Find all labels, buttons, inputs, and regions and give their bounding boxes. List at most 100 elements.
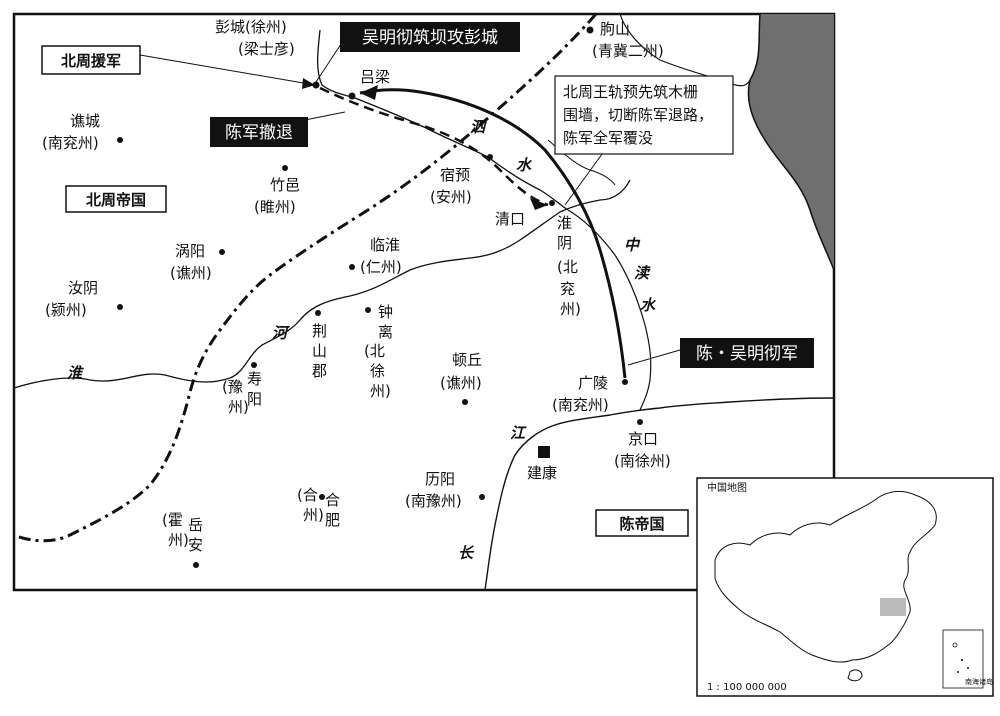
svg-text:阳: 阳 — [247, 390, 262, 408]
city-dot-jingshanjun — [315, 310, 321, 316]
svg-text:兖: 兖 — [560, 280, 575, 298]
river-label-zhong: 中 — [624, 236, 641, 254]
label-suyu: 宿预 — [440, 166, 470, 184]
city-dot-zhuyi — [282, 165, 288, 171]
label-liangshiyan: (梁士彦) — [238, 40, 295, 58]
svg-text:荆: 荆 — [312, 322, 327, 340]
label-chen-empire: 陈帝国 — [619, 515, 664, 533]
label-hezhou: (合 州) — [297, 486, 324, 524]
svg-text:合: 合 — [325, 491, 340, 509]
si-river — [316, 29, 569, 211]
city-dot-qiaocheng — [117, 137, 123, 143]
city-dot-qushan — [586, 26, 594, 34]
beizhou-reinforcement-line — [139, 54, 316, 86]
svg-text:州): 州) — [560, 300, 581, 318]
label-zhuyi: 竹邑 — [270, 176, 300, 194]
river-label-jiang: 江 — [510, 424, 527, 442]
label-linhuai-sub: (仁州) — [360, 258, 402, 276]
river-label-du: 渎 — [634, 264, 651, 282]
svg-text:(豫: (豫 — [222, 378, 243, 396]
label-zhuyi-sub: (睢州) — [254, 198, 296, 216]
city-dot-qingkou — [549, 200, 555, 206]
city-dot-yuean — [193, 562, 199, 568]
river-label-he: 河 — [272, 324, 290, 342]
svg-text:州): 州) — [168, 531, 189, 549]
label-qushan-sub: (青冀二州) — [592, 42, 664, 60]
svg-text:州): 州) — [370, 382, 391, 400]
label-zhongli: 钟 离 — [378, 303, 393, 341]
label-huaiyin: 淮 阴 (北 兖 州) — [557, 214, 581, 318]
coast-bay — [619, 13, 751, 87]
callout-line-chen-army — [627, 349, 681, 366]
city-dot-woyang — [219, 249, 225, 255]
svg-text:阴: 阴 — [557, 234, 572, 252]
svg-text:淮: 淮 — [557, 214, 572, 232]
box-chen-empire: 陈帝国 — [595, 509, 689, 537]
label-wu-attack: 吴明彻筑坝攻彭城 — [362, 28, 498, 48]
annotation-line-3: 陈军全军覆没 — [563, 129, 653, 147]
advance-arrowhead — [360, 85, 378, 100]
svg-text:州): 州) — [228, 398, 249, 416]
svg-text:离: 离 — [378, 323, 393, 341]
label-yuzhou: (豫 州) — [222, 378, 249, 416]
label-liyang: 历阳 — [425, 470, 455, 488]
city-dot-liyang — [479, 494, 485, 500]
city-dot-hefei — [319, 494, 325, 500]
label-jiankang: 建康 — [527, 464, 557, 482]
river-label-chang: 长 — [458, 544, 475, 562]
label-chen-army: 陈・吴明彻军 — [696, 344, 798, 364]
city-dot-shouyang — [251, 362, 257, 368]
label-huozhou: (霍 州) — [162, 511, 189, 549]
label-yuean: 岳 安 — [188, 516, 203, 554]
label-ruyin-sub: (颍州) — [45, 301, 87, 319]
box-chenjun-chetui: 陈军撤退 — [210, 117, 308, 147]
retreat-arrowhead — [530, 198, 548, 210]
label-pengcheng: 彭城(徐州) — [215, 18, 287, 36]
city-dot-lvliang — [348, 92, 356, 100]
svg-text:寿: 寿 — [247, 370, 262, 388]
svg-text:山: 山 — [312, 342, 327, 360]
label-qiaocheng: 谯城 — [70, 112, 100, 130]
river-label-si: 泗 — [470, 118, 488, 136]
label-jingshanjun: 荆 山 郡 — [312, 322, 327, 380]
label-shouyang: 寿 阳 — [247, 370, 262, 408]
chen-retreat-route — [319, 86, 549, 207]
capital-marker-jiankang — [538, 446, 550, 458]
huai-river — [13, 179, 631, 389]
city-dot-ruyin — [117, 304, 123, 310]
box-beizhou-empire: 北周帝国 — [65, 185, 167, 213]
label-hefei: 合 肥 — [325, 491, 340, 529]
inset-hainan — [847, 669, 863, 682]
callout-line-annotation — [564, 149, 606, 206]
label-beizhou-yuanjun: 北周援军 — [61, 52, 121, 70]
river-label-huai: 淮 — [67, 364, 84, 382]
border-line — [13, 13, 598, 543]
svg-text:州): 州) — [303, 506, 324, 524]
label-qushan: 朐山 — [600, 20, 630, 38]
city-dot-zhongli — [365, 307, 371, 313]
label-jingkou-sub: (南徐州) — [614, 452, 671, 470]
yangtze-river — [484, 397, 835, 591]
city-dot-jingkou — [637, 419, 643, 425]
label-beixuzhou: (北 徐 州) — [364, 342, 391, 400]
svg-text:郡: 郡 — [312, 362, 327, 380]
svg-text:徐: 徐 — [370, 362, 385, 380]
label-guangling-sub: (南兖州) — [552, 396, 609, 414]
label-guangling: 广陵 — [578, 374, 608, 392]
river-label-shui2: 水 — [640, 296, 656, 314]
box-beizhou-yuanjun: 北周援军 — [41, 45, 141, 75]
city-dot-guangling — [622, 379, 628, 385]
label-woyang-sub: (谯州) — [170, 264, 212, 282]
annotation-line-1: 北周王轨预先筑木栅 — [563, 83, 698, 101]
label-ruyin: 汝阴 — [68, 279, 98, 297]
zhongdu-canal — [567, 209, 652, 411]
sea-area — [748, 14, 834, 270]
box-chen-army: 陈・吴明彻军 — [680, 338, 814, 368]
label-woyang: 涡阳 — [175, 242, 205, 260]
city-dot-pengcheng — [312, 81, 320, 89]
label-dunqiu: 顿丘 — [452, 351, 482, 369]
city-dot-linhuai — [349, 264, 355, 270]
svg-text:钟: 钟 — [378, 303, 393, 321]
svg-text:安: 安 — [188, 536, 203, 554]
